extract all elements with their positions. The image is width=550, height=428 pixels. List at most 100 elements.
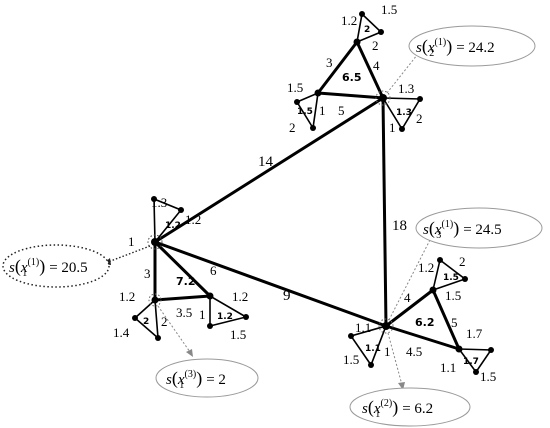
left-center-label: 7.2 xyxy=(176,275,196,288)
callout-s-x2-1-ellipse xyxy=(408,25,536,67)
top-node-upper xyxy=(353,38,361,46)
left-node-l2 xyxy=(155,335,161,341)
left-right-triangle xyxy=(209,294,249,328)
left-left-inner: 2 xyxy=(143,317,149,327)
callout-s-x1-3-eq: = 2 xyxy=(206,372,226,388)
right-left-label-c: 1 xyxy=(384,344,391,359)
right-node-l2 xyxy=(368,362,374,368)
top-cluster: 3 4 5 6.5 2 1.2 1.5 2 1.5 1.5 1 2 1.3 1.… xyxy=(287,2,423,135)
top-node-u1 xyxy=(359,11,365,17)
callout-s-x2-1-eq: = 24.2 xyxy=(456,40,494,56)
callout-s-x1-2-var: x xyxy=(373,401,381,417)
callout-s-x3-1-eq: = 24.5 xyxy=(463,222,501,238)
top-left-inner: 1.5 xyxy=(297,107,313,117)
top-node-u2 xyxy=(378,29,384,35)
right-left-label-a: 1.1 xyxy=(355,320,371,335)
left-right-inner: 1.2 xyxy=(217,312,233,322)
left-left-label-b: 2 xyxy=(161,314,168,329)
callout-s-x1-1-ellipse xyxy=(2,244,110,288)
right-edge-label-2: 5 xyxy=(451,315,458,330)
top-edge-label-3: 5 xyxy=(338,103,345,118)
callout-s-x2-1-lparen: ( xyxy=(422,36,428,57)
top-center-label: 6.5 xyxy=(342,71,362,84)
top-right-label-c: 2 xyxy=(416,111,423,126)
callout-s-x1-3-ellipse xyxy=(155,358,259,398)
highlight-node-x2 xyxy=(375,90,391,106)
callout-s-x3-1-sub: 3 xyxy=(436,230,441,241)
callout-s-x2-1-sup: (1) xyxy=(435,37,447,48)
left-node-r1 xyxy=(207,323,213,329)
callout-s-x1-3-sup: (3) xyxy=(185,369,197,380)
right-upper-label-a: 1.2 xyxy=(418,260,434,275)
left-left-triangle xyxy=(133,298,159,340)
left-left-label-c: 1.4 xyxy=(113,325,130,340)
left-upper-inner: 1.2 xyxy=(165,221,181,231)
top-node-l1 xyxy=(294,99,300,105)
left-edge-label-2: 6 xyxy=(210,263,217,278)
callout-s-x1-1-text: s(x(1)1)= 20.5 xyxy=(9,256,88,279)
callout-s-x1-2-rparen: ) xyxy=(392,397,398,418)
left-star-edge-right xyxy=(153,240,212,298)
left-right-label-a: 1.2 xyxy=(232,289,248,304)
right-node-u2 xyxy=(462,276,468,282)
callout-s-x1-2-sup: (2) xyxy=(381,398,393,409)
left-node-u1 xyxy=(151,196,157,202)
left-node-l1 xyxy=(132,315,138,321)
highlight-node-x1-3 xyxy=(148,293,162,307)
right-center-label: 6.2 xyxy=(415,316,435,329)
callout-s-x2-1: s(x(1)2)= 24.2 xyxy=(408,25,536,67)
top-upper-inner: 2 xyxy=(364,25,370,35)
callout-s-x2-1-var: x xyxy=(427,40,435,56)
arrow-s-x2-1 xyxy=(386,49,422,94)
highlight-node-x3 xyxy=(378,318,394,334)
left-cluster: 3 6 3.5 7.2 1.2 1.3 1.2 1 2 1.2 2 1.4 1.… xyxy=(113,195,249,342)
callout-s-x1-3-sub: 1 xyxy=(179,380,184,391)
left-upper-label-b: 1.2 xyxy=(185,212,201,227)
top-right-triangle xyxy=(381,97,422,131)
arrow-s-x1-2 xyxy=(387,332,403,386)
top-upper-label-c: 2 xyxy=(372,38,379,53)
callout-s-x1-1-eq: = 20.5 xyxy=(49,260,87,276)
callout-s-x3-1-var: x xyxy=(434,222,442,238)
main-node-x2 xyxy=(379,94,387,102)
callout-s-x1-2-sub: 1 xyxy=(375,409,380,420)
main-node-x1 xyxy=(151,238,159,246)
left-upper-label-c: 1 xyxy=(128,234,135,249)
right-star-edge-bottom xyxy=(384,324,461,351)
top-star-edge-left xyxy=(316,40,359,95)
top-node-l2 xyxy=(310,125,316,131)
callout-s-x3-1-ellipse xyxy=(415,207,543,249)
callout-s-x2-1-text: s(x(1)2)= 24.2 xyxy=(416,36,495,59)
callout-s-x3-1-rparen: ) xyxy=(453,218,459,239)
callout-s-x2-1-sub: 2 xyxy=(429,48,434,59)
top-right-inner: 1.3 xyxy=(396,108,412,118)
top-node-r1 xyxy=(417,96,423,102)
callout-s-x1-1-lparen: ( xyxy=(15,256,21,277)
callout-s-x1-2: s(x(2)1)= 6.2 xyxy=(349,387,471,427)
right-node-upper xyxy=(429,286,437,294)
right-upper-triangle xyxy=(431,258,467,292)
top-right-label-a: 1.3 xyxy=(398,81,414,96)
right-upper-label-b: 2 xyxy=(459,254,466,269)
right-node-r2 xyxy=(473,369,479,375)
right-right-label-a: 1.7 xyxy=(466,326,483,341)
callout-s-x1-3-lparen: ( xyxy=(172,368,178,389)
main-edge-right xyxy=(381,96,388,328)
left-edge-label-3: 3.5 xyxy=(176,305,192,320)
top-left-label-b: 1 xyxy=(319,103,326,118)
left-node-u2 xyxy=(178,207,184,213)
right-upper-inner: 1.5 xyxy=(443,273,459,283)
left-left-label-a: 1.2 xyxy=(119,289,135,304)
left-upper-triangle xyxy=(153,197,183,245)
top-edge-label-1: 3 xyxy=(326,55,333,70)
main-node-x3 xyxy=(382,322,390,330)
right-right-triangle xyxy=(457,348,493,374)
callout-s-x1-2-lparen: ( xyxy=(368,397,374,418)
right-edge-label-3: 4.5 xyxy=(406,344,422,359)
top-node-r2 xyxy=(399,126,405,132)
callout-s-x1-1-s: s xyxy=(9,260,15,276)
callout-s-x1-3-rparen: ) xyxy=(196,368,202,389)
right-edge-label-1: 4 xyxy=(404,290,411,305)
left-right-label-b: 1 xyxy=(199,307,206,322)
arrow-s-x1-3 xyxy=(157,305,191,353)
